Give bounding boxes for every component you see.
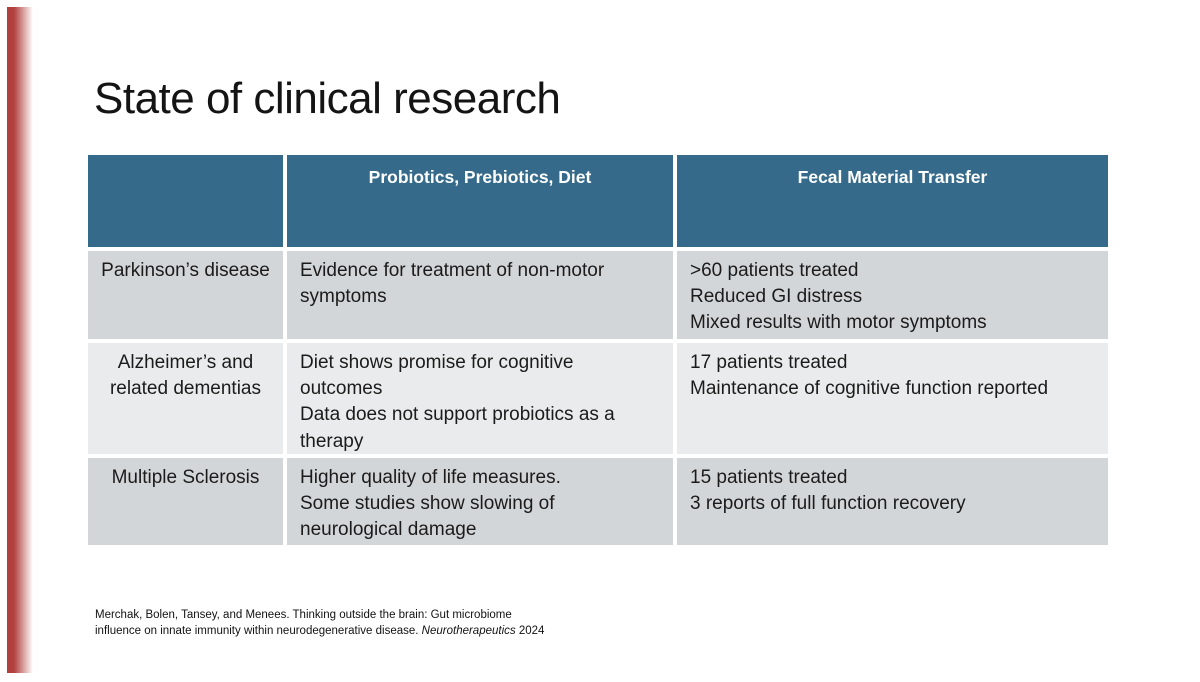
row-alzheimers-probiotics: Diet shows promise for cognitive outcome… [287,343,673,454]
row-alzheimers-condition: Alzheimer’s and related dementias [88,343,283,454]
citation-text: Merchak, Bolen, Tansey, and Menees. Thin… [95,609,512,638]
header-cell-probiotics: Probiotics, Prebiotics, Diet [287,155,673,247]
slide-title: State of clinical research [94,74,561,123]
clinical-research-table: Probiotics, Prebiotics, Diet Fecal Mater… [88,155,1108,545]
row-parkinsons-condition: Parkinson’s disease [88,251,283,339]
row-parkinsons-probiotics: Evidence for treatment of non-motor symp… [287,251,673,339]
row-ms-probiotics: Higher quality of life measures. Some st… [287,458,673,545]
citation-journal: Neurotherapeutics [421,625,516,638]
row-alzheimers-fecal: 17 patients treated Maintenance of cogni… [677,343,1108,454]
row-parkinsons-fecal: >60 patients treated Reduced GI distress… [677,251,1108,339]
header-cell-condition [88,155,283,247]
header-cell-fecal-transfer: Fecal Material Transfer [677,155,1108,247]
citation-year: 2024 [515,625,545,638]
row-ms-fecal: 15 patients treated 3 reports of full fu… [677,458,1108,545]
citation-footnote: Merchak, Bolen, Tansey, and Menees. Thin… [95,607,557,640]
row-ms-condition: Multiple Sclerosis [88,458,283,545]
accent-bar [7,7,34,673]
